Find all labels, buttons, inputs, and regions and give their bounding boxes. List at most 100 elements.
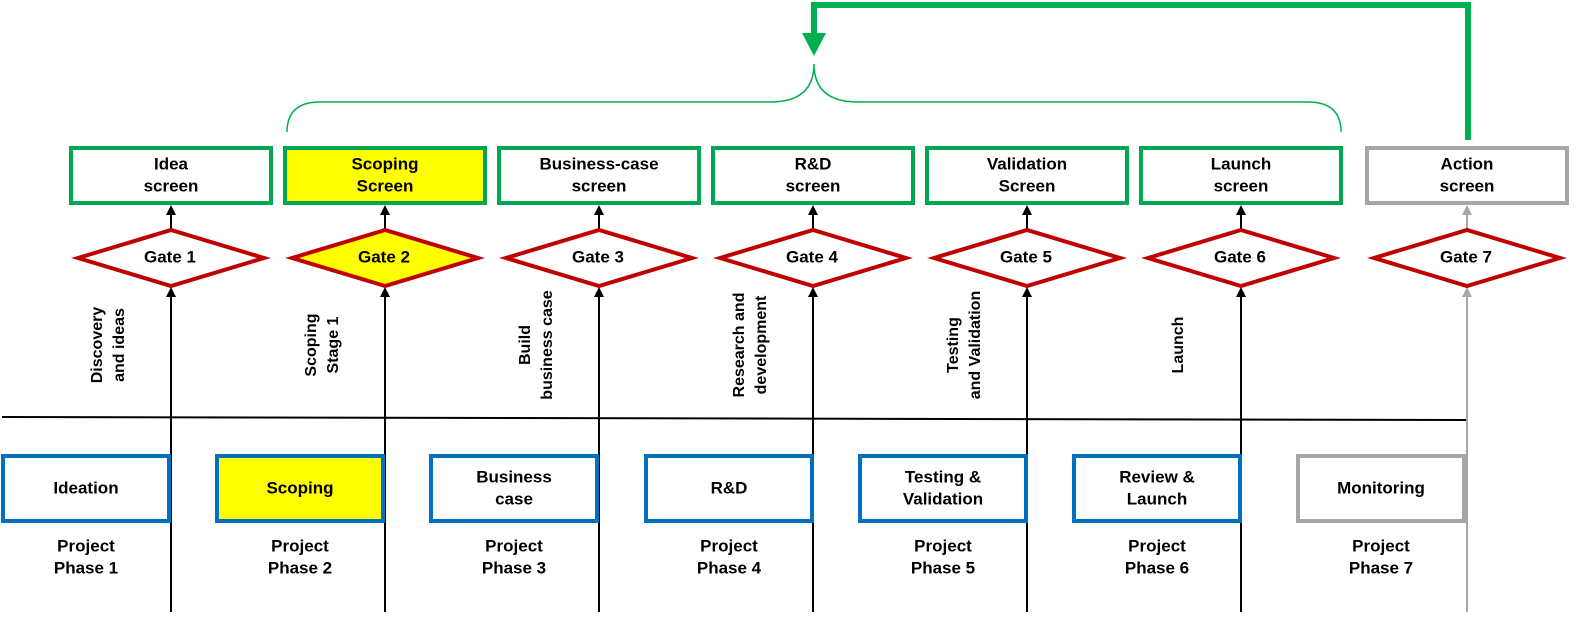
- stage-label: Launch: [1170, 317, 1187, 374]
- gate-diamond: [499, 227, 699, 289]
- project-phase-label-line: Project: [271, 536, 329, 555]
- project-phase-label-line: Project: [700, 536, 758, 555]
- stage-label-line: and Validation: [967, 291, 984, 399]
- screen-label: Launch screen: [1211, 154, 1271, 195]
- stage-label-line: Launch: [1170, 317, 1187, 374]
- phase-box: [1296, 454, 1466, 523]
- phase-box: [1072, 454, 1242, 523]
- project-phase-label-line: Phase 2: [268, 558, 332, 577]
- gate-label: Gate 4: [786, 247, 839, 266]
- project-phase-label-line: Project: [485, 536, 543, 555]
- screen-box: [1365, 146, 1569, 205]
- gate-label: Gate 1: [144, 247, 196, 266]
- gate-label: Gate 5: [1000, 247, 1052, 266]
- stage-label: Build business case: [517, 290, 556, 400]
- screen-label-line: screen: [786, 176, 841, 195]
- stage-label-line: business case: [539, 290, 556, 400]
- phase-box: [215, 454, 385, 523]
- project-phase-label-line: Phase 1: [54, 558, 118, 577]
- screen-label-line: Launch: [1211, 154, 1271, 173]
- project-phase-label-line: Phase 7: [1349, 558, 1413, 577]
- project-phase-label-line: Phase 3: [482, 558, 546, 577]
- screen-label: Idea screen: [144, 154, 199, 195]
- phase-label-line: R&D: [711, 478, 748, 497]
- project-phase-label-line: Project: [57, 536, 115, 555]
- screen-box: [283, 146, 487, 205]
- project-phase-label-line: Phase 4: [697, 558, 762, 577]
- phase-label-line: Review &: [1119, 467, 1195, 486]
- gate-diamond: [713, 227, 913, 289]
- phase-label: Monitoring: [1337, 478, 1425, 497]
- phase-box: [858, 454, 1028, 523]
- gate-diamond: [71, 227, 271, 289]
- feedback-loop-arrow: [811, 2, 1471, 140]
- screen-box: [925, 146, 1129, 205]
- phase-label-line: Scoping: [266, 478, 333, 497]
- phase-box: [429, 454, 599, 523]
- project-phase-label-line: Project: [914, 536, 972, 555]
- phase-label-line: Ideation: [53, 478, 118, 497]
- screen-label: Action screen: [1440, 154, 1495, 195]
- project-phase-label-line: Phase 6: [1125, 558, 1189, 577]
- phase-box: [1, 454, 171, 523]
- phase-label: Ideation: [53, 478, 118, 497]
- phase-label-line: Monitoring: [1337, 478, 1425, 497]
- stage-label: Research and development: [731, 293, 770, 398]
- screen-label-line: Scoping: [351, 154, 418, 173]
- phase-label: Scoping: [266, 478, 333, 497]
- screen-label-line: Action: [1441, 154, 1494, 173]
- screen-box: [1139, 146, 1343, 205]
- gate-diamond: [927, 227, 1127, 289]
- screen-label-line: R&D: [795, 154, 832, 173]
- screen-label-line: screen: [1214, 176, 1269, 195]
- screen-label-line: screen: [572, 176, 627, 195]
- timeline-divider: [1, 416, 1467, 421]
- stage-label-line: Build: [517, 325, 534, 365]
- project-phase-label-line: Phase 5: [911, 558, 975, 577]
- phase-label-line: case: [495, 489, 533, 508]
- phase-label: R&D: [711, 478, 748, 497]
- gate-label: Gate 6: [1214, 247, 1266, 266]
- screen-label-line: Validation: [987, 154, 1067, 173]
- phase-box: [644, 454, 814, 523]
- screen-label-line: screen: [144, 176, 199, 195]
- gate-diamond: [285, 227, 485, 289]
- screen-label: Business-case screen: [539, 154, 658, 195]
- screens-brace: [286, 63, 1342, 133]
- stage-label-line: development: [753, 295, 770, 394]
- stage-label-line: Scoping: [303, 313, 320, 376]
- screen-box: [497, 146, 701, 205]
- feedback-loop-arrowhead: [802, 33, 826, 56]
- stage-label-line: Discovery: [89, 307, 106, 384]
- phase-label-line: Business: [476, 467, 552, 486]
- gate-label: Gate 7: [1440, 247, 1492, 266]
- phase-label-line: Launch: [1127, 489, 1187, 508]
- screen-label-line: Screen: [999, 176, 1056, 195]
- screen-label-line: screen: [1440, 176, 1495, 195]
- stage-label-line: and ideas: [111, 308, 128, 382]
- screen-label-line: Idea: [154, 154, 189, 173]
- phase-label: Business case: [476, 467, 552, 508]
- stage-label-line: Research and: [731, 293, 748, 398]
- gate-label: Gate 3: [572, 247, 624, 266]
- gate-diamond: [1367, 227, 1567, 289]
- gate-diamond: [1141, 227, 1341, 289]
- screen-label-line: Business-case: [539, 154, 658, 173]
